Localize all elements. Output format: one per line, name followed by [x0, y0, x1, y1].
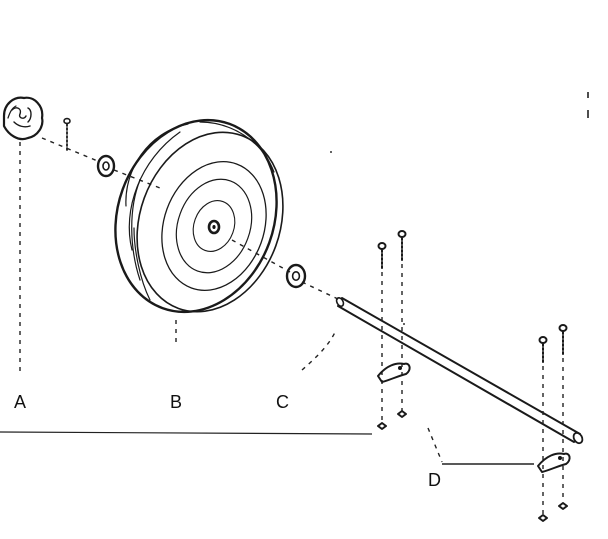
speck	[330, 151, 332, 153]
label-c: C	[276, 392, 289, 412]
part-a-hubcap	[2, 96, 44, 141]
leader-d	[427, 427, 534, 465]
leader-axle-c	[231, 239, 291, 273]
label-a: A	[14, 392, 26, 412]
label-b: B	[170, 392, 182, 412]
part-washer-outer	[96, 154, 116, 178]
part-d-fasteners-right	[537, 324, 571, 522]
baseline-rule	[0, 431, 373, 435]
part-washer-inner	[285, 263, 307, 289]
part-d-fasteners-left	[377, 230, 411, 430]
part-c-axle	[335, 297, 584, 445]
leader-axle-a	[41, 137, 101, 163]
part-b-wheel	[114, 118, 284, 314]
leader-c	[301, 329, 337, 371]
part-a-screw	[63, 117, 71, 153]
label-d: D	[428, 470, 441, 490]
speck	[403, 323, 405, 325]
leader-axle-d	[301, 281, 341, 301]
